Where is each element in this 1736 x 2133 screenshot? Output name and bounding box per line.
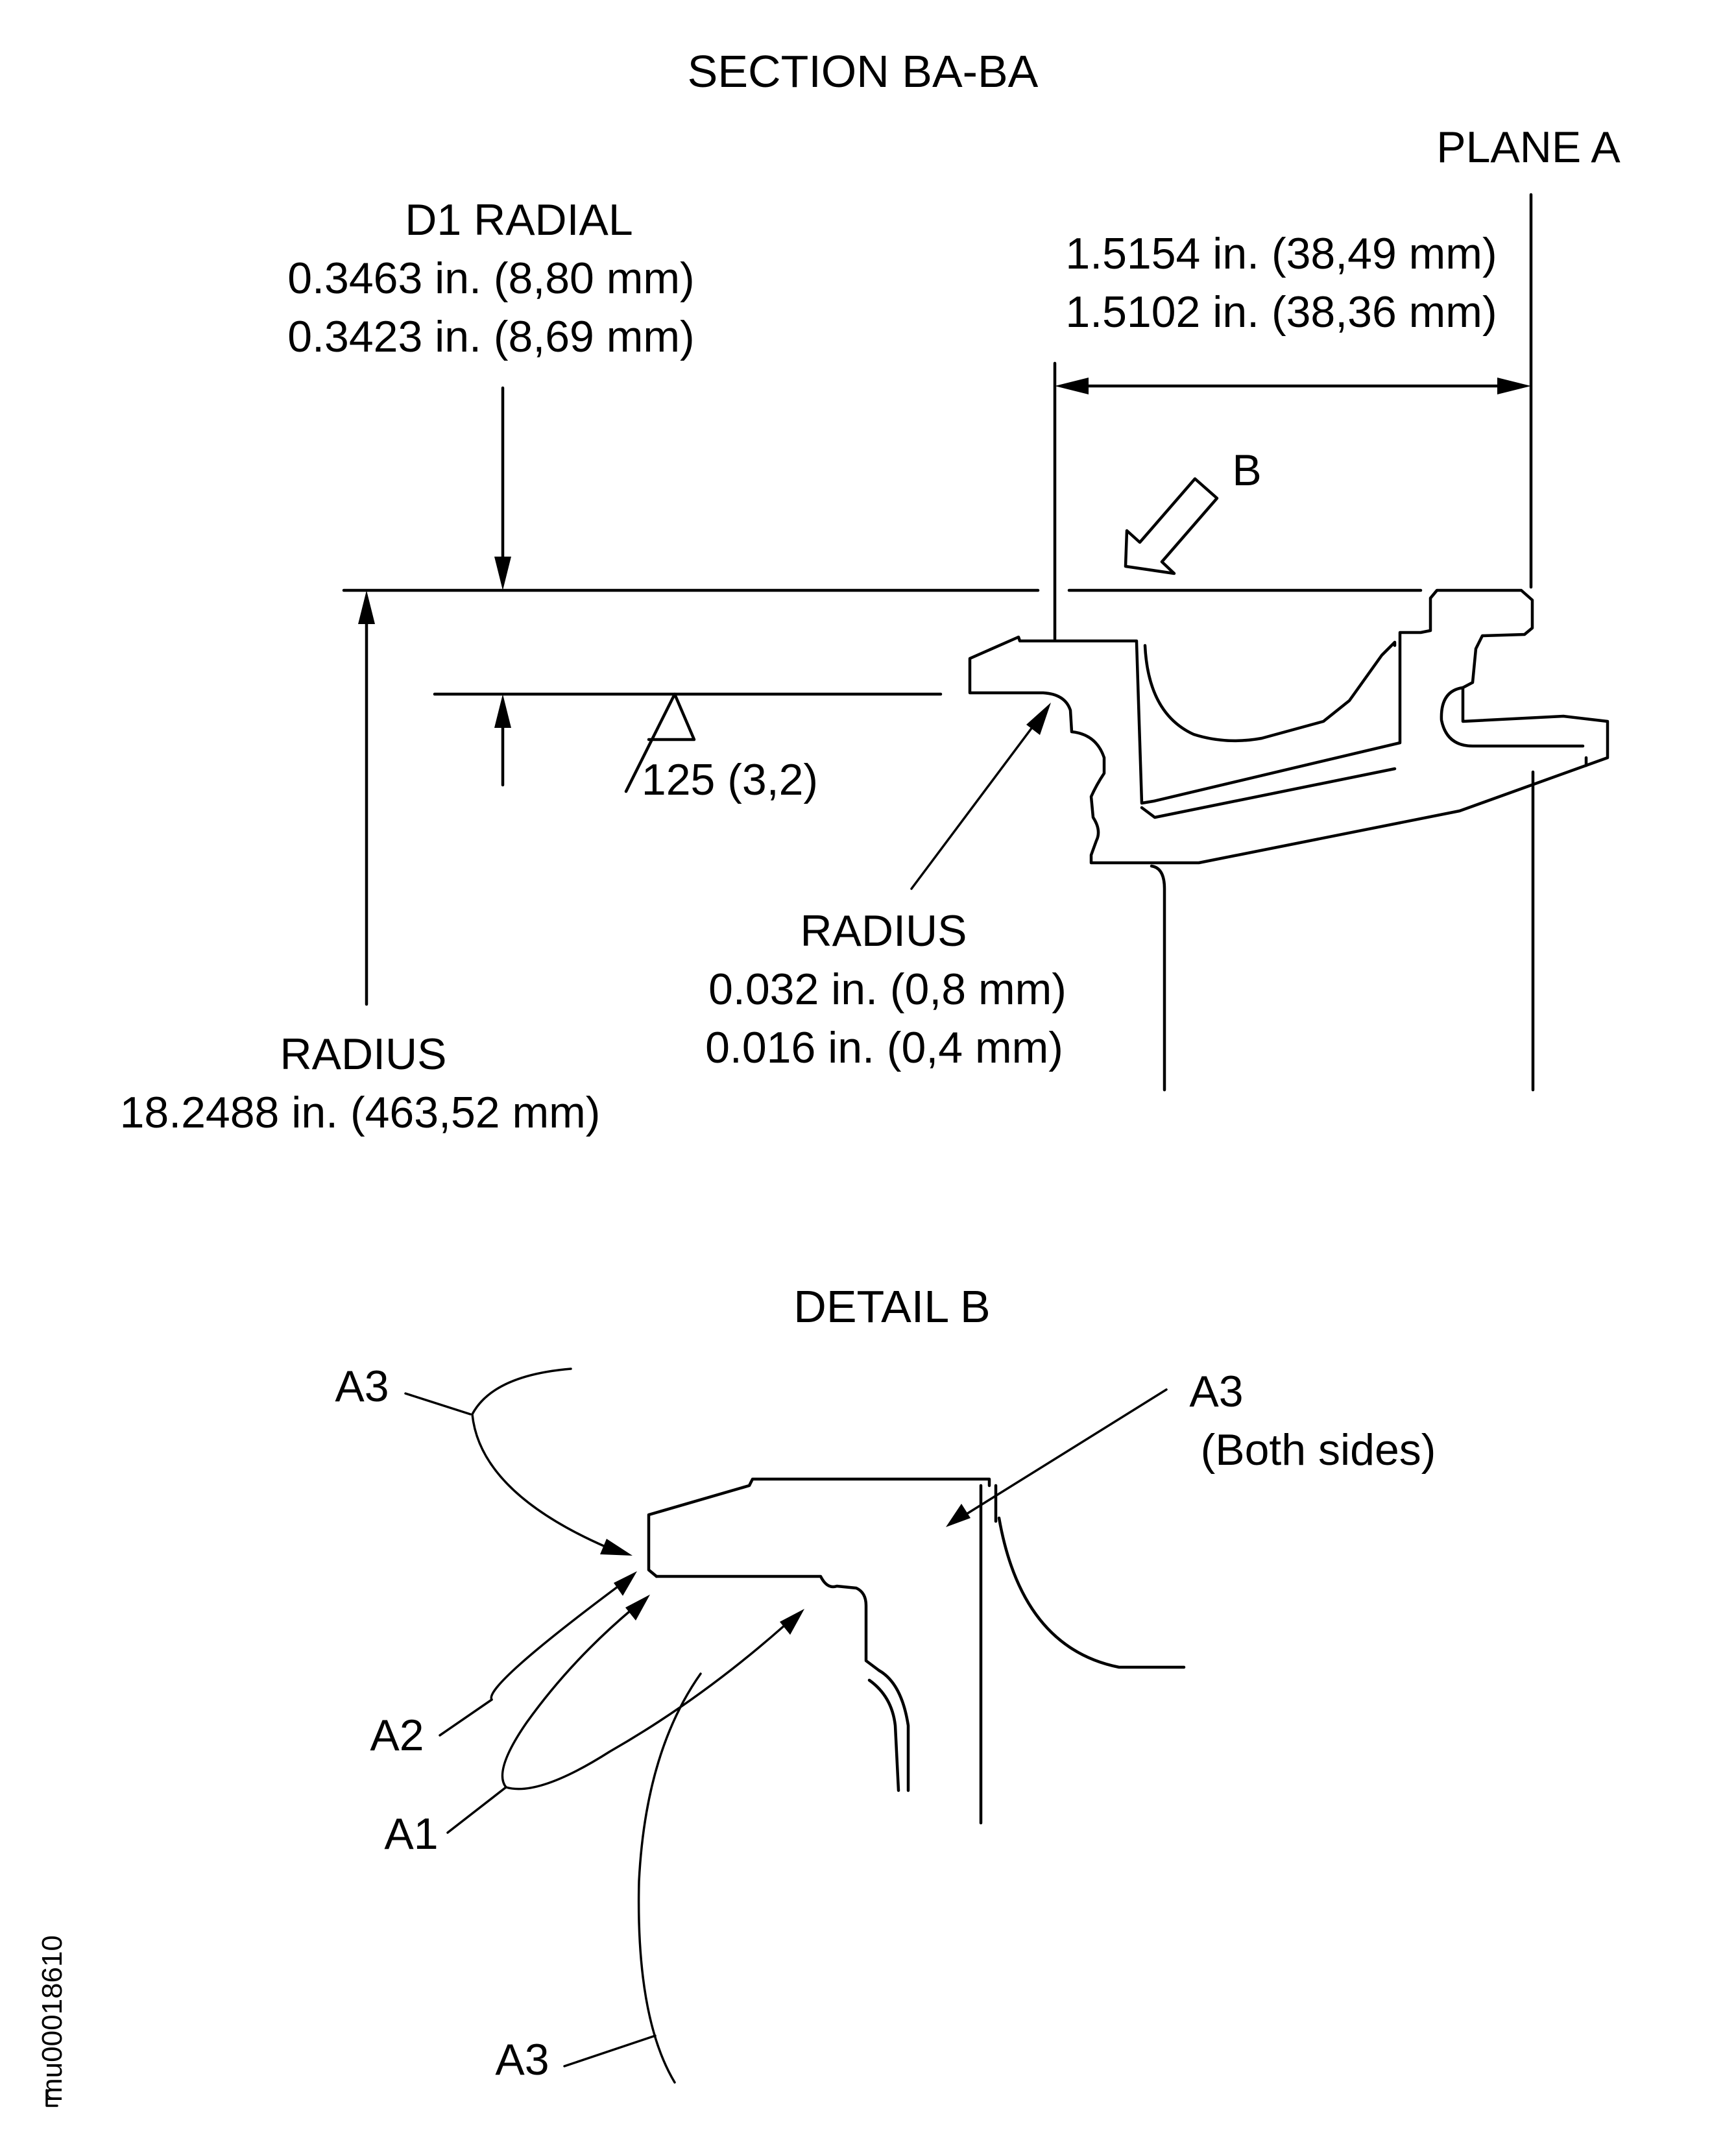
- callout-a3-top-left: A3: [335, 1362, 389, 1411]
- fillet-radius-leader: [910, 703, 1051, 890]
- view-b-label: B: [1232, 446, 1261, 495]
- part-section-profile: [968, 588, 1609, 1092]
- d1-radial-max: 0.3463 in. (8,80 mm): [287, 254, 694, 303]
- view-b-arrow: [1124, 477, 1219, 575]
- detail-title: DETAIL B: [793, 1281, 990, 1332]
- surface-finish-value: 125 (3,2): [642, 755, 818, 804]
- callout-a3-right: A3: [1189, 1367, 1243, 1416]
- d1-radial-label: D1 RADIAL: [405, 195, 633, 245]
- fillet-radius-label: RADIUS: [801, 906, 967, 956]
- figure-id: mu00018610: [36, 1935, 68, 2107]
- fillet-radius-max: 0.032 in. (0,8 mm): [708, 965, 1067, 1014]
- axial-dim-min: 1.5102 in. (38,36 mm): [1065, 287, 1497, 337]
- d1-radial-min: 0.3423 in. (8,69 mm): [287, 312, 694, 361]
- radius-dimension-arrow: [358, 590, 375, 1006]
- detail-part-profile: [647, 1477, 1186, 1825]
- callout-a3-bottom: A3: [495, 2035, 549, 2084]
- fillet-radius-min: 0.016 in. (0,4 mm): [705, 1023, 1063, 1072]
- callout-a3-right-leader: [946, 1388, 1168, 1527]
- callout-a3-right-note: (Both sides): [1201, 1425, 1436, 1475]
- callout-a1-leader: [446, 1595, 804, 1834]
- d1-dimension-arrows: [494, 386, 511, 787]
- axial-dim-max: 1.5154 in. (38,49 mm): [1065, 229, 1497, 278]
- callout-a3-bottom-leader: [563, 1672, 702, 2084]
- callout-a3-top-left-leader: [404, 1368, 633, 1556]
- callout-a2-leader: [439, 1571, 637, 1737]
- radius-label: RADIUS: [280, 1030, 447, 1079]
- callout-a1: A1: [384, 1809, 438, 1859]
- radius-value: 18.2488 in. (463,52 mm): [120, 1088, 601, 1137]
- figure-id-text: mu00018610: [36, 1935, 68, 2102]
- section-title: SECTION BA-BA: [688, 46, 1039, 97]
- plane-a-label: PLANE A: [1436, 123, 1621, 172]
- surface-finish-symbol: [624, 692, 696, 793]
- axial-dimension-line: [1055, 378, 1531, 394]
- callout-a2: A2: [370, 1711, 424, 1760]
